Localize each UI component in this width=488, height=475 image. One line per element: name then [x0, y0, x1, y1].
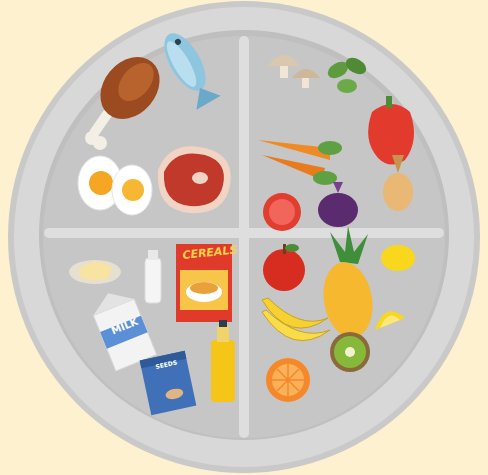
- milk-bottle: [145, 250, 161, 303]
- tomato: [263, 193, 301, 231]
- eggs: [78, 156, 152, 215]
- carrots: [258, 140, 342, 185]
- plate-center: [43, 36, 445, 438]
- divider-horizontal: [44, 228, 444, 238]
- basil: [325, 54, 369, 93]
- pineapple: [318, 226, 378, 342]
- lemon: [381, 245, 415, 271]
- plate-rim-edge: [8, 1, 480, 473]
- plate-rim: [14, 7, 474, 467]
- apple: [263, 244, 305, 291]
- seeds-packet: [140, 351, 197, 415]
- orange: [266, 358, 310, 402]
- kiwi: [330, 332, 370, 372]
- milk-carton: [88, 285, 157, 371]
- banana: [262, 298, 330, 341]
- steak: [158, 146, 231, 213]
- plate-well: [39, 30, 449, 440]
- red-pepper: [368, 96, 414, 165]
- fish: [156, 27, 221, 110]
- onion: [383, 155, 413, 211]
- lemon-slice: [375, 311, 405, 330]
- butter: [69, 260, 121, 284]
- oil-bottle: [211, 320, 235, 402]
- red-onion: [318, 182, 358, 227]
- chicken-leg: [85, 45, 172, 150]
- mushrooms: [268, 55, 320, 88]
